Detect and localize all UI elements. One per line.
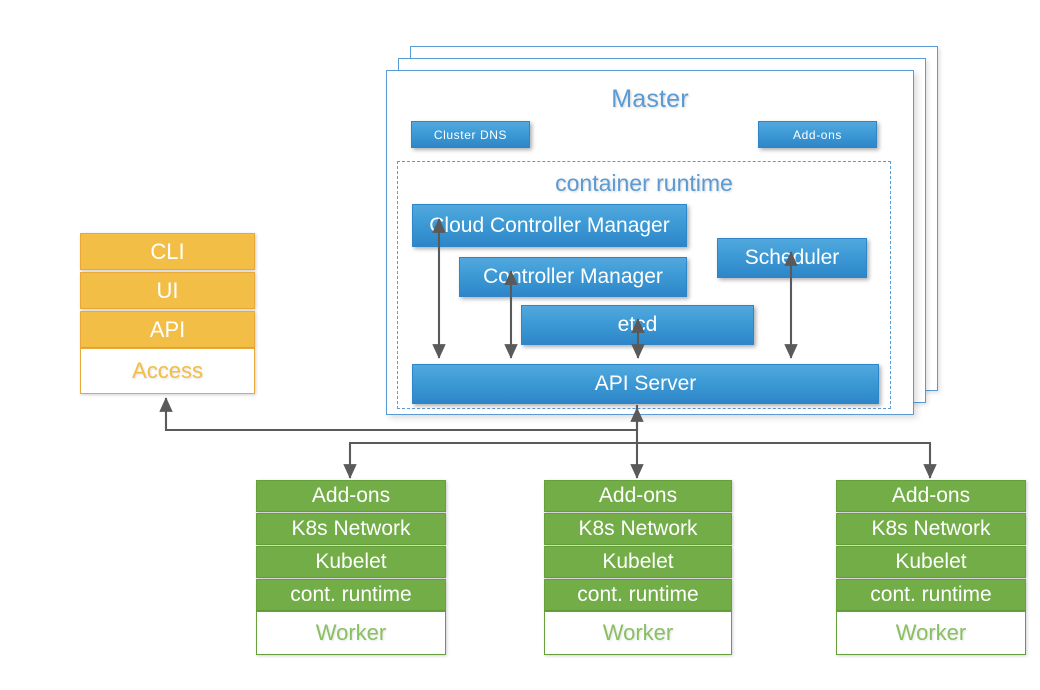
component-api-server-label: API Server [594,372,697,396]
access-layer-api[interactable]: API [80,311,255,348]
worker-node-2-layer-kubelet[interactable]: Kubelet [544,546,732,578]
access-footer[interactable]: Access [80,348,255,394]
component-controller-manager[interactable]: Controller Manager [459,257,687,297]
component-etcd-label: etcd [617,313,658,337]
worker-node-1-layer-cont-runtime[interactable]: cont. runtime [256,579,446,611]
master-panel[interactable]: Master Cluster DNS Add-ons container run… [386,70,914,415]
worker-node-1-layer-k8s-network[interactable]: K8s Network [256,513,446,545]
access-layer-ui-label: UI [156,277,179,303]
worker-node-3-footer-label: Worker [895,620,967,645]
badge-add-ons[interactable]: Add-ons [758,121,877,148]
arrow-api-server-to-worker-node-3 [637,441,937,479]
component-etcd[interactable]: etcd [521,305,754,345]
access-layer-ui[interactable]: UI [80,272,255,309]
component-controller-manager-label: Controller Manager [483,265,663,289]
badge-cluster-dns-label: Cluster DNS [433,127,508,142]
worker-node-2-layer-kubelet-label: Kubelet [602,550,674,573]
worker-node-1-layer-add-ons[interactable]: Add-ons [256,480,446,512]
worker-node-3-layer-k8s-network-label: K8s Network [871,517,991,540]
arrow-api-server-to-worker-node-1 [343,441,637,479]
worker-node-1-layer-k8s-network-label: K8s Network [291,517,411,540]
worker-node-3[interactable]: Add-ons K8s Network Kubelet cont. runtim… [836,480,1026,655]
worker-node-3-layer-add-ons[interactable]: Add-ons [836,480,1026,512]
worker-node-2-layer-cont-runtime-label: cont. runtime [577,583,699,606]
worker-node-3-layer-cont-runtime[interactable]: cont. runtime [836,579,1026,611]
access-panel[interactable]: CLI UI API Access [80,233,255,394]
worker-node-3-layer-kubelet-label: Kubelet [895,550,967,573]
worker-node-1-footer[interactable]: Worker [256,611,446,655]
worker-node-1[interactable]: Add-ons K8s Network Kubelet cont. runtim… [256,480,446,655]
worker-node-1-layer-cont-runtime-label: cont. runtime [290,583,412,606]
component-cloud-controller-manager[interactable]: Cloud Controller Manager [412,204,687,247]
worker-node-2-layer-cont-runtime[interactable]: cont. runtime [544,579,732,611]
worker-node-2[interactable]: Add-ons K8s Network Kubelet cont. runtim… [544,480,732,655]
worker-node-2-footer[interactable]: Worker [544,611,732,655]
worker-node-2-layer-k8s-network[interactable]: K8s Network [544,513,732,545]
worker-node-1-layer-add-ons-label: Add-ons [311,484,391,507]
worker-node-2-footer-label: Worker [602,620,674,645]
worker-node-3-layer-k8s-network[interactable]: K8s Network [836,513,1026,545]
access-footer-label: Access [132,358,203,383]
component-scheduler-label: Scheduler [744,246,840,270]
badge-cluster-dns[interactable]: Cluster DNS [411,121,530,148]
component-api-server[interactable]: API Server [412,364,879,404]
worker-node-1-layer-kubelet-label: Kubelet [315,550,387,573]
worker-node-1-layer-kubelet[interactable]: Kubelet [256,546,446,578]
worker-node-2-layer-add-ons[interactable]: Add-ons [544,480,732,512]
worker-node-2-layer-add-ons-label: Add-ons [598,484,678,507]
container-runtime-box: container runtime [397,161,891,409]
worker-node-3-layer-kubelet[interactable]: Kubelet [836,546,1026,578]
component-scheduler[interactable]: Scheduler [717,238,867,278]
access-layer-cli-label: CLI [150,238,185,264]
worker-node-1-footer-label: Worker [315,620,387,645]
worker-node-3-layer-add-ons-label: Add-ons [891,484,971,507]
worker-node-2-layer-k8s-network-label: K8s Network [578,517,698,540]
container-runtime-title: container runtime [555,170,733,196]
master-title: Master [611,85,689,113]
access-layer-cli[interactable]: CLI [80,233,255,270]
worker-node-3-footer[interactable]: Worker [836,611,1026,655]
access-layer-api-label: API [149,316,186,342]
component-cloud-controller-manager-label: Cloud Controller Manager [429,213,670,237]
worker-node-3-layer-cont-runtime-label: cont. runtime [870,583,992,606]
badge-add-ons-label: Add-ons [793,127,842,142]
